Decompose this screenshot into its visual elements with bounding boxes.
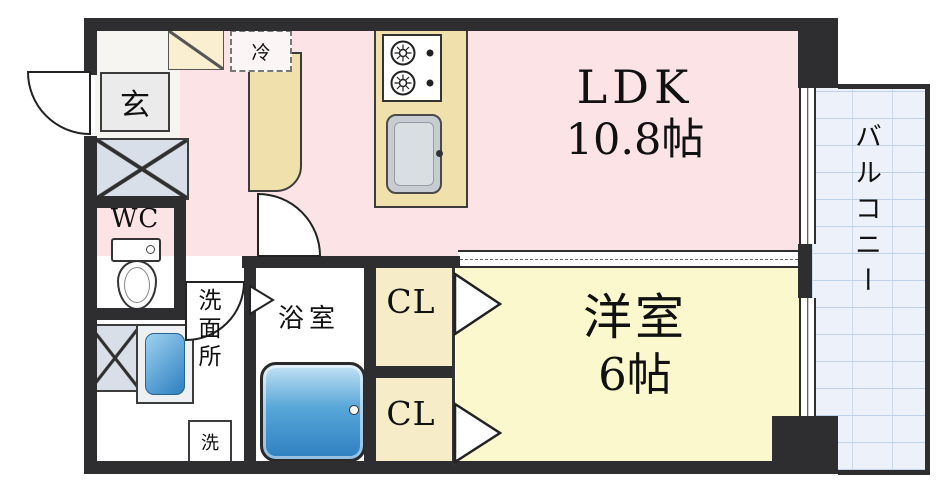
vanity-basin xyxy=(145,333,185,395)
vanity-unit-icon xyxy=(136,324,194,404)
wc-label: WC xyxy=(110,204,160,234)
kitchen-sink-icon xyxy=(386,114,443,194)
balcony-edge xyxy=(838,470,930,475)
laundry-pan-box: 洗 xyxy=(188,420,232,464)
bathtub-icon xyxy=(260,362,366,462)
wall xyxy=(84,196,186,208)
window xyxy=(799,298,816,416)
entrance-door-arc xyxy=(26,71,91,136)
sliding-door xyxy=(458,250,800,268)
wall xyxy=(244,268,256,461)
shoe-cabinet-icon xyxy=(168,30,224,70)
ldk-name: LDK xyxy=(576,60,694,114)
wall xyxy=(242,256,460,268)
bathroom-label: 浴室 xyxy=(277,304,340,334)
closet-top-label: CL xyxy=(386,282,436,321)
refrigerator-label: 冷 xyxy=(251,41,271,64)
wall xyxy=(84,461,814,474)
wall xyxy=(376,366,454,378)
sink-basin xyxy=(394,122,434,186)
stove-burners-icon xyxy=(390,40,434,96)
wall xyxy=(798,244,812,298)
ldk-size: 10.8帖 xyxy=(565,115,705,166)
window xyxy=(799,88,816,244)
wall xyxy=(84,308,186,320)
wall xyxy=(364,268,376,461)
closet-bottom-label: CL xyxy=(386,394,436,433)
closet-partition-line xyxy=(452,268,455,466)
toilet-tank-icon xyxy=(111,238,161,262)
washroom-label: 洗面所 xyxy=(194,288,220,372)
balcony-label: バルコニー xyxy=(850,122,881,302)
ldk-room-label: LDK 10.8帖 xyxy=(470,60,800,167)
kitchen-cabinet xyxy=(248,52,302,192)
wall xyxy=(174,196,186,320)
pillar xyxy=(772,416,838,474)
wall xyxy=(86,18,838,31)
western-room-floor xyxy=(456,264,800,466)
western-name: 洋室 xyxy=(582,289,687,346)
pipe-space-hatch xyxy=(95,138,189,200)
western-size: 6帖 xyxy=(598,347,672,401)
balcony-edge xyxy=(925,84,930,475)
western-room-label: 洋室 6帖 xyxy=(470,288,800,403)
wall xyxy=(84,136,97,474)
pillar xyxy=(798,18,838,88)
stove-icon xyxy=(382,34,442,102)
laundry-label: 洗 xyxy=(201,433,219,454)
balcony-edge xyxy=(838,84,930,89)
wall xyxy=(84,18,97,75)
entrance-label: 玄 xyxy=(120,88,150,123)
entrance-box: 玄 xyxy=(100,72,170,132)
refrigerator-box: 冷 xyxy=(230,30,292,72)
balcony-floor xyxy=(812,88,926,470)
